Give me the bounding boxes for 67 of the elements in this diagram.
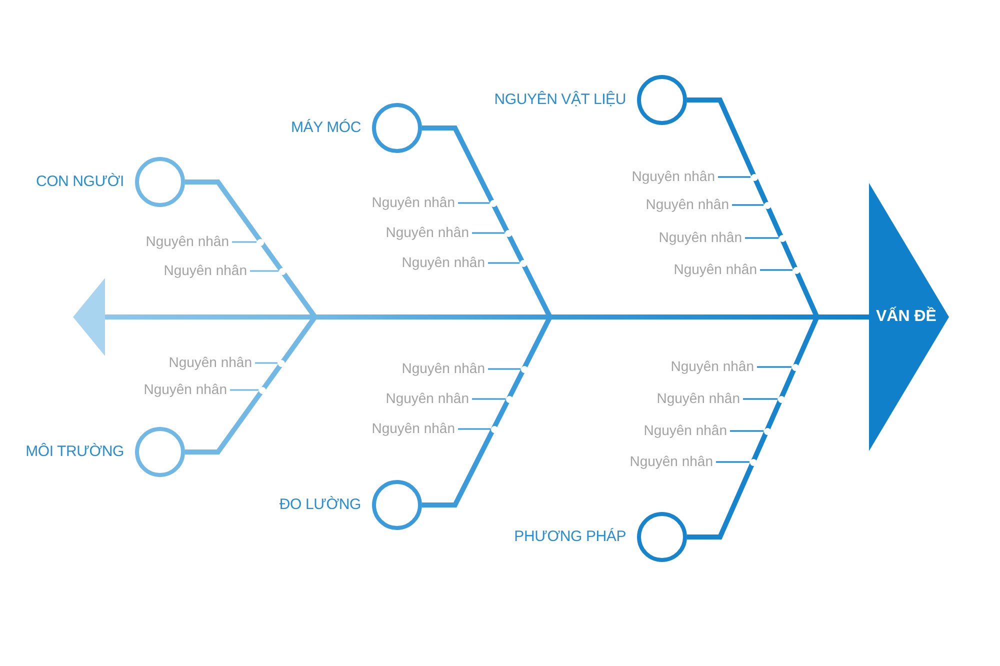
cause-label: Nguyên nhân [402, 360, 485, 376]
junction-dot [506, 396, 512, 402]
junction-dot [750, 458, 756, 466]
cause-label: Nguyên nhân [646, 196, 729, 212]
cause-label: Nguyên nhân [144, 381, 227, 397]
tail-triangle [73, 278, 105, 356]
leader-line [716, 461, 750, 463]
cause-label: Nguyên nhân [386, 390, 469, 406]
cause-label: Nguyên nhân [164, 262, 247, 278]
category-label: ĐO LƯỜNG [279, 496, 361, 514]
leader-line [255, 362, 278, 364]
leader-line [760, 269, 792, 271]
category-label: NGUYÊN VẬT LIỆU [494, 91, 626, 109]
junction-dot [778, 396, 784, 402]
head-triangle [869, 183, 949, 451]
cause-label: Nguyên nhân [674, 261, 757, 277]
junction-dot [764, 428, 770, 434]
category-label: MÔI TRƯỜNG [26, 443, 124, 461]
cause-label: Nguyên nhân [402, 254, 485, 270]
leader-line [732, 204, 764, 206]
junction-dot [792, 364, 798, 370]
junction-dot [520, 366, 528, 372]
junction-dot [778, 234, 786, 242]
junction-dot [256, 238, 264, 246]
cause-label: Nguyên nhân [146, 233, 229, 249]
spine-line [105, 314, 315, 320]
leader-line [488, 262, 520, 264]
category-label: CON NGƯỜI [36, 173, 124, 191]
category-label: MÁY MÓC [291, 119, 361, 137]
category-label: PHƯƠNG PHÁP [514, 528, 626, 546]
cause-label: Nguyên nhân [632, 168, 715, 184]
leader-line [458, 428, 490, 430]
leader-line [730, 430, 764, 432]
spine-line [550, 314, 817, 320]
junction-dot [520, 260, 526, 266]
leader-line [757, 366, 792, 368]
cause-label: Nguyên nhân [656, 390, 740, 406]
junction-dot [258, 386, 266, 394]
spine-line [817, 314, 869, 320]
leader-line [250, 270, 278, 272]
junction-dot [490, 426, 498, 432]
leader-line [458, 202, 490, 204]
junction-dot [278, 360, 284, 366]
cause-label: Nguyên nhân [386, 224, 469, 240]
cause-label: Nguyên nhân [372, 194, 455, 210]
leader-line [472, 232, 504, 234]
leader-line [745, 237, 778, 239]
cause-label: Nguyên nhân [644, 422, 727, 438]
leader-line [472, 398, 506, 400]
junction-dot [764, 202, 770, 208]
leader-line [718, 176, 750, 178]
junction-dot [750, 174, 758, 180]
junction-dot [504, 230, 512, 236]
junction-dot [792, 266, 800, 274]
leader-line [232, 241, 256, 243]
junction-dot [278, 268, 286, 274]
cause-label: Nguyên nhân [168, 354, 252, 370]
junction-dot [490, 200, 496, 206]
cause-label: Nguyên nhân [658, 229, 742, 245]
problem-label: VẤN ĐỀ [876, 308, 936, 326]
cause-label: Nguyên nhân [372, 420, 455, 436]
cause-label: Nguyên nhân [670, 358, 754, 374]
cause-label: Nguyên nhân [630, 453, 713, 469]
leader-line [488, 368, 520, 370]
spine-line [315, 314, 550, 320]
leader-line [743, 398, 778, 400]
leader-line [230, 389, 258, 391]
